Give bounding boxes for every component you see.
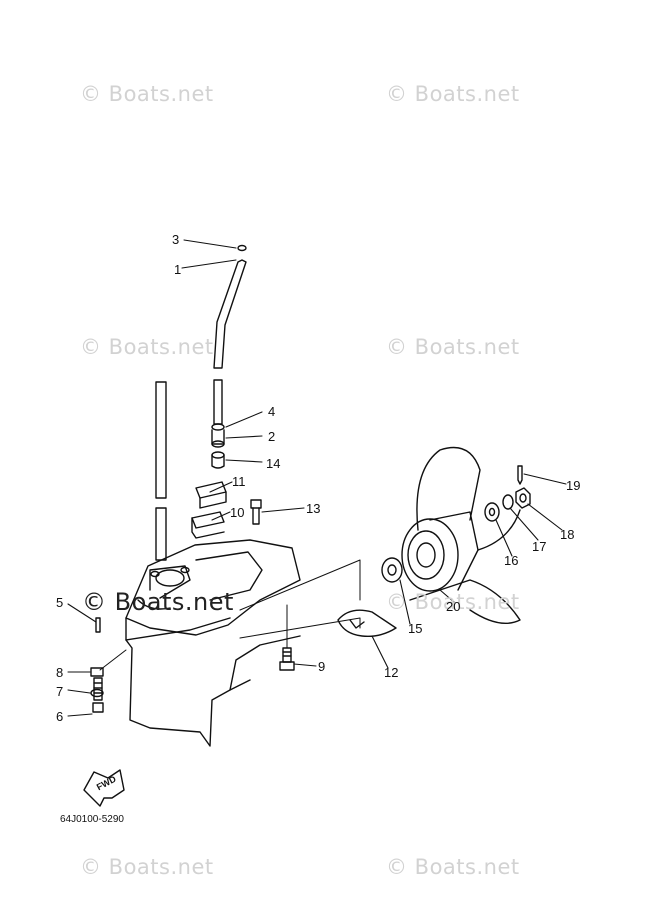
callout-17: 17 <box>532 539 547 554</box>
watermark: © Boats.net <box>80 335 214 359</box>
pin-5 <box>95 617 101 633</box>
washer-16 <box>484 502 500 522</box>
watermark: © Boats.net <box>386 855 520 879</box>
grommets <box>211 423 225 469</box>
seal-10 <box>191 511 225 539</box>
callout-14: 14 <box>266 456 281 471</box>
watermark: © Boats.net <box>82 588 234 616</box>
callout-19: 19 <box>566 478 581 493</box>
callout-leaders <box>67 239 567 717</box>
callout-2: 2 <box>268 429 276 444</box>
callout-18: 18 <box>560 527 575 542</box>
washer-8 <box>90 667 104 677</box>
callout-1: 1 <box>174 262 182 277</box>
fwd-arrow-icon <box>83 769 125 807</box>
callout-9: 9 <box>318 659 326 674</box>
watermark: © Boats.net <box>386 590 520 614</box>
callout-12: 12 <box>384 665 399 680</box>
lower-unit-housing <box>125 539 301 747</box>
anode-12 <box>337 609 397 638</box>
callout-16: 16 <box>504 553 519 568</box>
seal-11 <box>195 481 227 509</box>
callout-3: 3 <box>172 232 180 247</box>
bolt-13 <box>250 499 262 525</box>
callout-11: 11 <box>232 474 246 489</box>
callout-13: 13 <box>306 501 321 516</box>
thrust-washer-15 <box>381 557 403 583</box>
washer-7 <box>90 688 104 698</box>
cotter-pin-19 <box>517 465 523 485</box>
callout-6: 6 <box>56 709 64 724</box>
callout-10: 10 <box>230 505 245 520</box>
nut-18 <box>515 487 531 509</box>
callout-8: 8 <box>56 665 64 680</box>
bolt-6 <box>92 677 104 713</box>
callout-15: 15 <box>408 621 423 636</box>
watermark: © Boats.net <box>80 82 214 106</box>
watermark: © Boats.net <box>386 82 520 106</box>
callout-5: 5 <box>56 595 64 610</box>
spacer-17 <box>502 494 514 510</box>
callout-7: 7 <box>56 684 64 699</box>
callout-4: 4 <box>268 404 276 419</box>
shift-rod <box>213 244 247 425</box>
callout-20: 20 <box>446 599 461 614</box>
bolt-9 <box>279 647 295 671</box>
watermark: © Boats.net <box>386 335 520 359</box>
watermark: © Boats.net <box>80 855 214 879</box>
drive-shaft <box>155 381 167 561</box>
propeller-20 <box>401 446 521 624</box>
drawing-code: 64J0100-5290 <box>60 814 124 825</box>
